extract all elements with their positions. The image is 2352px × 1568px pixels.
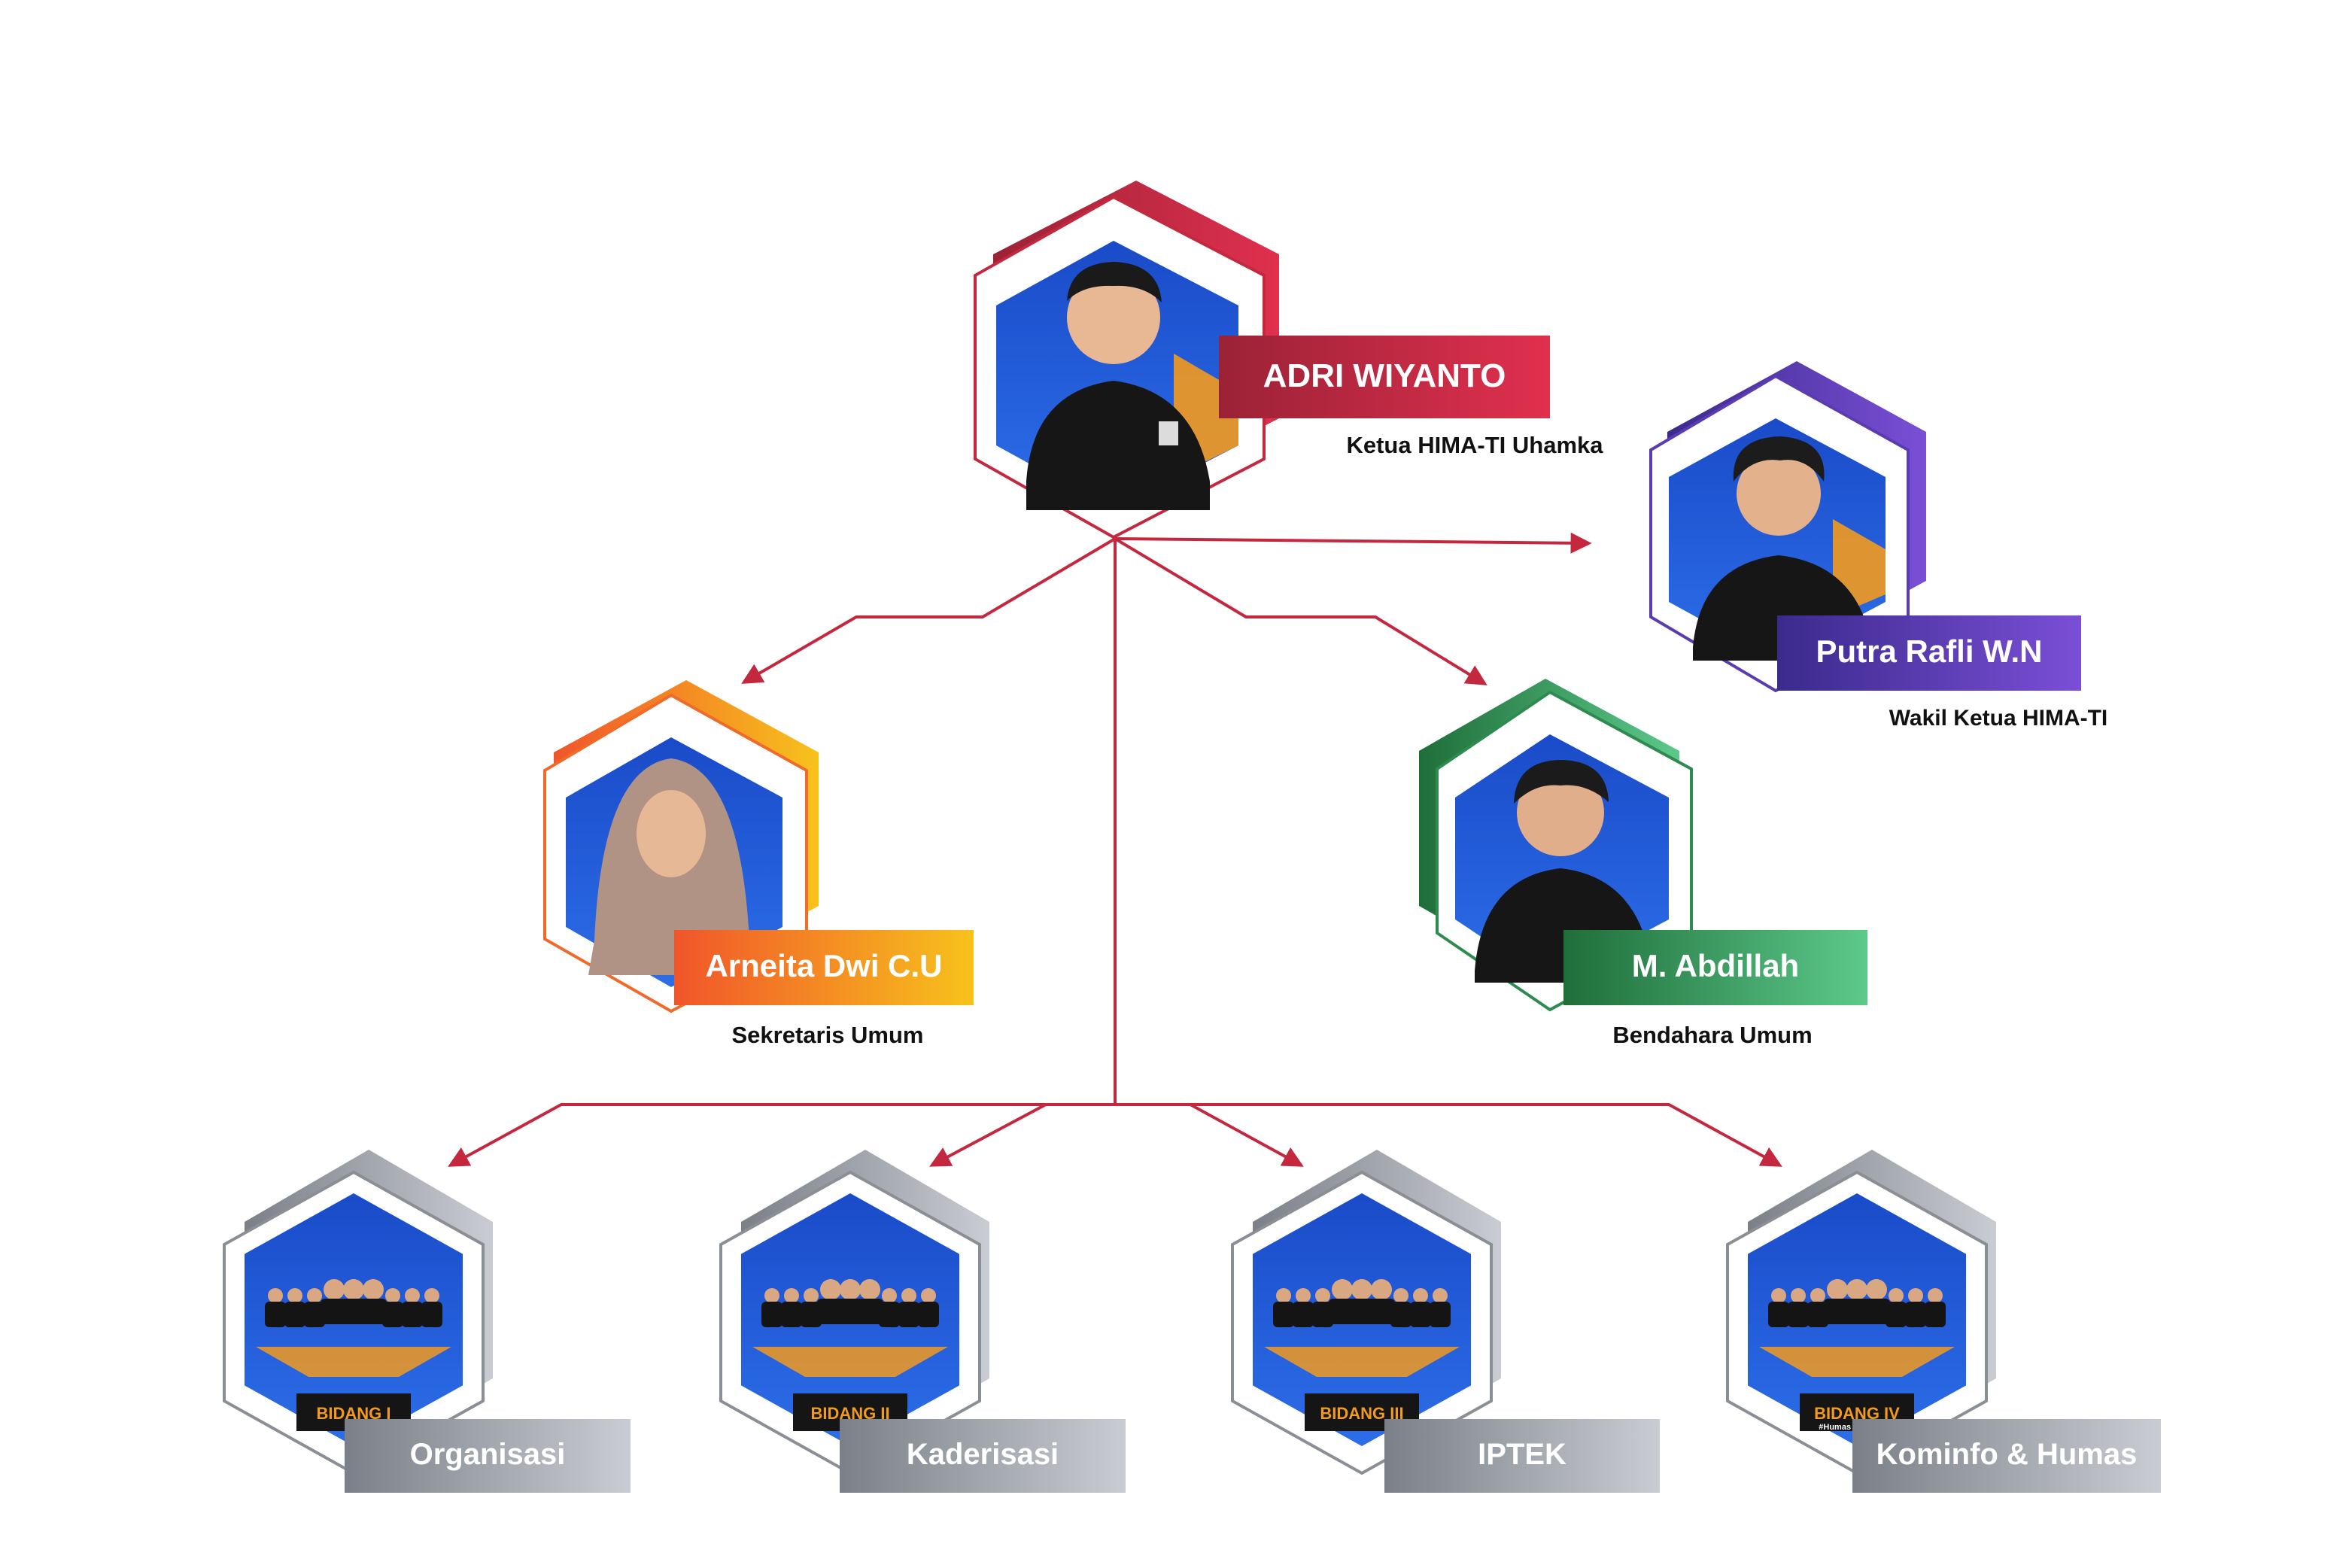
leader-node[interactable]: ADRI WIYANTO Ketua HIMA-TI Uhamka bbox=[974, 181, 1603, 539]
division-group-photo-icon bbox=[1264, 1279, 1460, 1377]
connector-to-division-3 bbox=[1190, 1103, 1304, 1167]
connector-to-vice bbox=[1114, 532, 1592, 554]
vice-role: Wakil Ketua HIMA-TI bbox=[1889, 706, 2108, 731]
division-label-box bbox=[840, 1419, 1126, 1493]
vice-name-box bbox=[1777, 615, 2081, 691]
vice-name: Putra Rafli W.N bbox=[1816, 634, 2042, 669]
connector-to-treasurer bbox=[1114, 537, 1487, 685]
connector-to-division-2 bbox=[929, 1103, 1047, 1167]
division-name: Kominfo & Humas bbox=[1876, 1438, 2138, 1471]
division-name: IPTEK bbox=[1478, 1438, 1566, 1471]
division-group-photo-icon bbox=[752, 1279, 948, 1377]
connector-to-secretary bbox=[741, 537, 1117, 684]
treasurer-name: M. Abdillah bbox=[1632, 948, 1799, 983]
division-name: Organisasi bbox=[410, 1438, 566, 1471]
secretary-name: Arneita Dwi C.U bbox=[705, 948, 942, 983]
division-group-photo-icon bbox=[256, 1279, 451, 1377]
connector-lines bbox=[448, 532, 1782, 1167]
treasurer-node[interactable]: M. Abdillah Bendahara Umum bbox=[1419, 679, 1867, 1048]
treasurer-role: Bendahara Umum bbox=[1612, 1022, 1812, 1048]
vice-node[interactable]: Putra Rafli W.N Wakil Ketua HIMA-TI bbox=[1649, 361, 2108, 731]
division-node-4[interactable]: BIDANG IV#Humas & KominfoKominfo & Humas bbox=[1726, 1150, 2161, 1493]
division-label-box bbox=[1384, 1419, 1660, 1493]
secretary-portrait-icon bbox=[588, 758, 752, 975]
leader-name-box bbox=[1219, 336, 1550, 418]
division-label-box bbox=[1852, 1419, 2161, 1493]
connector-to-division-4 bbox=[1115, 1103, 1782, 1167]
treasurer-name-box bbox=[1563, 930, 1867, 1005]
leader-portrait-icon bbox=[1026, 262, 1210, 510]
division-group-photo-icon bbox=[1759, 1279, 1955, 1377]
division-label-box bbox=[345, 1419, 631, 1493]
leader-role: Ketua HIMA-TI Uhamka bbox=[1346, 432, 1603, 458]
leader-name: ADRI WIYANTO bbox=[1263, 357, 1506, 394]
secretary-node[interactable]: Arneita Dwi C.U Sekretaris Umum bbox=[543, 680, 974, 1048]
secretary-name-box bbox=[674, 930, 974, 1005]
division-name: Kaderisasi bbox=[907, 1438, 1059, 1471]
secretary-role: Sekretaris Umum bbox=[731, 1022, 923, 1048]
connector-to-division-1 bbox=[448, 1103, 1115, 1167]
